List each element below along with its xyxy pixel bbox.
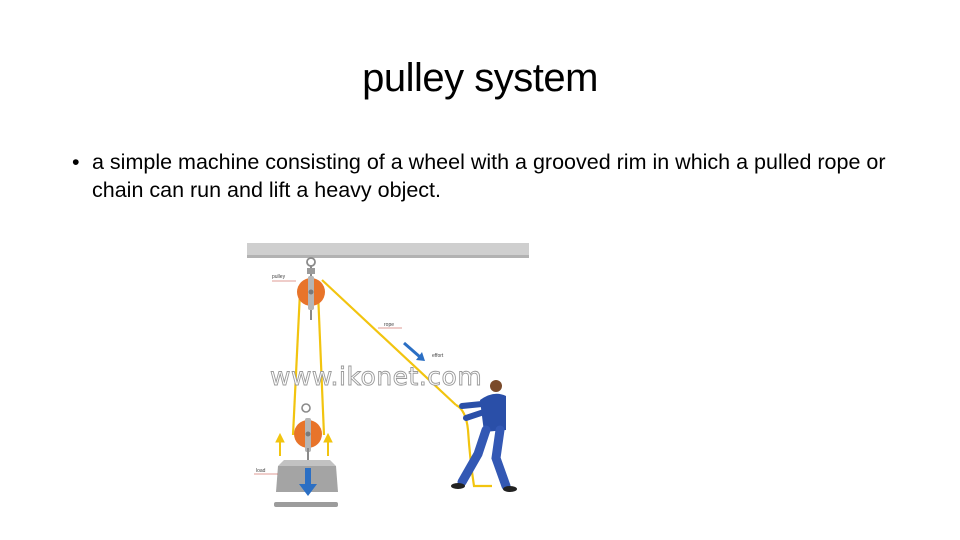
- pulley-diagram-svg: www.ikonet.com pulley rope: [247, 243, 529, 507]
- pulley-label: pulley: [272, 274, 296, 282]
- ceiling-edge: [247, 255, 529, 258]
- movable-pulley-icon: [294, 403, 322, 462]
- bullet-text: a simple machine consisting of a wheel w…: [92, 150, 886, 202]
- effort-arrow-icon: [403, 341, 425, 361]
- watermark-text: www.ikonet.com: [270, 362, 482, 391]
- load-label: load: [254, 468, 278, 475]
- load-arrow-icon: [299, 468, 317, 496]
- pulley-label-text: pulley: [272, 274, 286, 280]
- rope-label: rope: [378, 322, 402, 329]
- load-label-text: load: [256, 468, 266, 474]
- lift-arrow-icon: [275, 432, 333, 456]
- pulley-diagram: www.ikonet.com pulley rope: [244, 240, 534, 515]
- slide-title: pulley system: [362, 56, 598, 100]
- ceiling-hook-icon: [306, 257, 316, 267]
- worker-figure: [451, 380, 517, 492]
- ceiling: [247, 243, 529, 257]
- fixed-pulley-icon: [297, 266, 325, 320]
- effort-label: effort: [432, 353, 444, 359]
- rope: [291, 279, 492, 488]
- bullet-icon: •: [72, 150, 80, 174]
- effort-label-text: effort: [432, 353, 444, 359]
- rope-label-text: rope: [384, 322, 394, 328]
